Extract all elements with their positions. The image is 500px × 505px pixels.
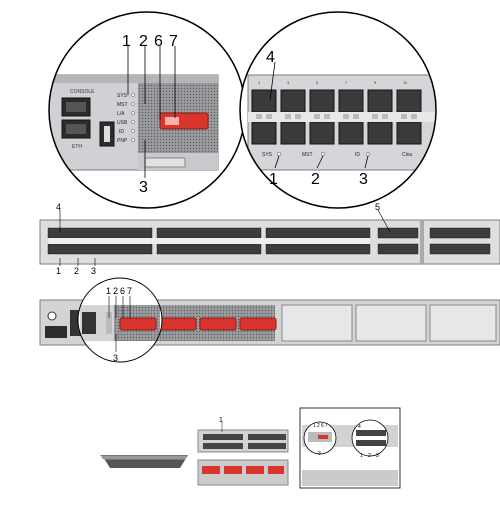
callout-right-3: 3 — [359, 171, 368, 188]
port-numbers: 1 3 5 7 9 11 — [258, 80, 408, 85]
callout-main-5: 5 — [375, 202, 380, 212]
port-leds — [256, 114, 417, 119]
svg-text:9: 9 — [374, 80, 377, 85]
svg-text:1: 1 — [360, 453, 363, 459]
led-usb-label: USB — [117, 120, 128, 126]
svg-text:1: 1 — [313, 423, 316, 429]
sfp-ports-upper — [251, 89, 422, 113]
callout-left-2: 2 — [139, 33, 148, 50]
clou-label: Clou — [402, 152, 413, 158]
svg-text:5: 5 — [316, 80, 319, 85]
callout-rear-2: 2 — [113, 286, 118, 296]
sys-label: SYS — [262, 152, 273, 158]
callout-rear-7: 7 — [127, 286, 132, 296]
front-panel: 4 5 1 2 3 — [39, 202, 500, 276]
svg-text:3: 3 — [376, 453, 379, 459]
thumbnail-overview: 1 2 6 7 3 4 1 2 3 — [299, 407, 401, 489]
svg-text:3: 3 — [287, 80, 290, 85]
thumb-middle-callout-1: 1 — [219, 417, 223, 424]
led-sys-label: SYS — [117, 93, 128, 99]
callout-leaders-right — [269, 61, 369, 169]
callout-main-1: 1 — [56, 266, 61, 276]
zoom-right-status-labels: SYS MST ID Clou — [262, 152, 413, 158]
svg-text:7: 7 — [325, 423, 328, 429]
fan-modules — [281, 304, 497, 342]
svg-text:1: 1 — [258, 80, 261, 85]
callout-main-4: 4 — [56, 202, 61, 212]
svg-text:4: 4 — [358, 424, 361, 430]
id-label: ID — [355, 152, 360, 158]
callout-rear-6: 6 — [120, 286, 125, 296]
svg-text:3: 3 — [318, 451, 321, 457]
callout-main-2: 2 — [74, 266, 79, 276]
svg-text:6: 6 — [321, 423, 324, 429]
ground-screw — [47, 311, 57, 321]
callout-right-1: 1 — [269, 171, 278, 188]
led-id-label: ID — [119, 129, 124, 135]
rear-zoom-inner — [78, 278, 162, 362]
zoom-left-lens: CONSOLE ETH SYS MST L/A USB ID PNP — [48, 11, 246, 209]
led-labels: SYS MST L/A USB ID PNP — [117, 93, 128, 144]
callout-left-1: 1 — [122, 33, 131, 50]
console-label: CONSOLE — [70, 89, 95, 95]
eth-label: ETH — [72, 144, 82, 150]
svg-text:7: 7 — [345, 80, 348, 85]
callout-right-4: 4 — [266, 49, 275, 66]
thumbnail-front-zoom: 1 — [197, 415, 289, 486]
callout-left-7: 7 — [169, 33, 178, 50]
mst-label: MST — [302, 152, 313, 158]
callout-leaders-left — [127, 46, 176, 178]
sfp-ports-lower — [251, 121, 422, 145]
callout-rear-3: 3 — [113, 353, 118, 363]
svg-text:2: 2 — [368, 453, 371, 459]
callout-left-6: 6 — [154, 33, 163, 50]
svg-text:2: 2 — [317, 423, 320, 429]
callout-right-2: 2 — [311, 171, 320, 188]
led-la-label: L/A — [117, 111, 125, 117]
led-mst-label: MST — [117, 102, 128, 108]
callout-rear-1: 1 — [106, 286, 111, 296]
rear-panel: 1 2 6 7 3 — [39, 277, 500, 363]
led-pnp-label: PNP — [117, 138, 128, 144]
zoom-right-lens: 1 3 5 7 9 11 — [239, 11, 437, 209]
led-dots — [131, 93, 135, 142]
svg-text:11: 11 — [403, 80, 408, 85]
callout-main-3: 3 — [91, 266, 96, 276]
thumbnail-device — [100, 455, 188, 468]
callout-left-3: 3 — [139, 179, 148, 196]
